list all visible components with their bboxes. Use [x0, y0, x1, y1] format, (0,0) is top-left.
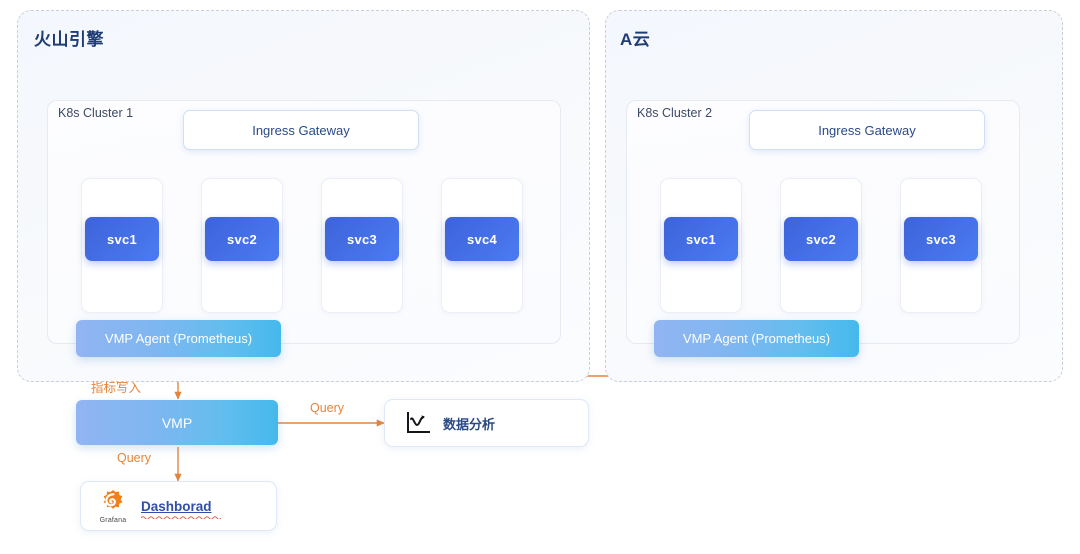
grafana-logo-icon: Grafana: [99, 488, 127, 524]
ingress-gateway-2[interactable]: Ingress Gateway: [749, 110, 985, 150]
grafana-wordmark: Grafana: [99, 517, 127, 524]
service-node-svc2[interactable]: svc2: [205, 217, 279, 261]
data-analysis-label: 数据分析: [443, 416, 496, 432]
service-node-svc1[interactable]: svc1: [664, 217, 738, 261]
service-node-svc1[interactable]: svc1: [85, 217, 159, 261]
ingress-gateway-1[interactable]: Ingress Gateway: [183, 110, 419, 150]
vmp-node[interactable]: VMP: [76, 400, 278, 445]
vmp-agent-2[interactable]: VMP Agent (Prometheus): [654, 320, 859, 357]
spellcheck-squiggle-icon: [141, 515, 221, 519]
cloud-title-a-cloud: A云: [620, 30, 651, 49]
query-label-dashboard: Query: [117, 451, 152, 465]
cloud-title-volcengine: 火山引擎: [34, 30, 104, 49]
service-node-svc2[interactable]: svc2: [784, 217, 858, 261]
cluster-label-1: K8s Cluster 1: [58, 106, 134, 120]
grafana-dashboard-card[interactable]: Grafana Dashborad: [80, 481, 277, 531]
metric-write-label: 指标写入: [91, 381, 142, 395]
vmp-agent-1[interactable]: VMP Agent (Prometheus): [76, 320, 281, 357]
service-node-svc3[interactable]: svc3: [904, 217, 978, 261]
line-chart-icon: [405, 411, 431, 435]
cluster-label-2: K8s Cluster 2: [637, 106, 713, 120]
dashboard-link[interactable]: Dashborad: [141, 499, 221, 519]
data-analysis-card[interactable]: 数据分析: [384, 399, 589, 447]
service-node-svc4[interactable]: svc4: [445, 217, 519, 261]
service-node-svc3[interactable]: svc3: [325, 217, 399, 261]
query-label-analysis: Query: [310, 401, 345, 415]
